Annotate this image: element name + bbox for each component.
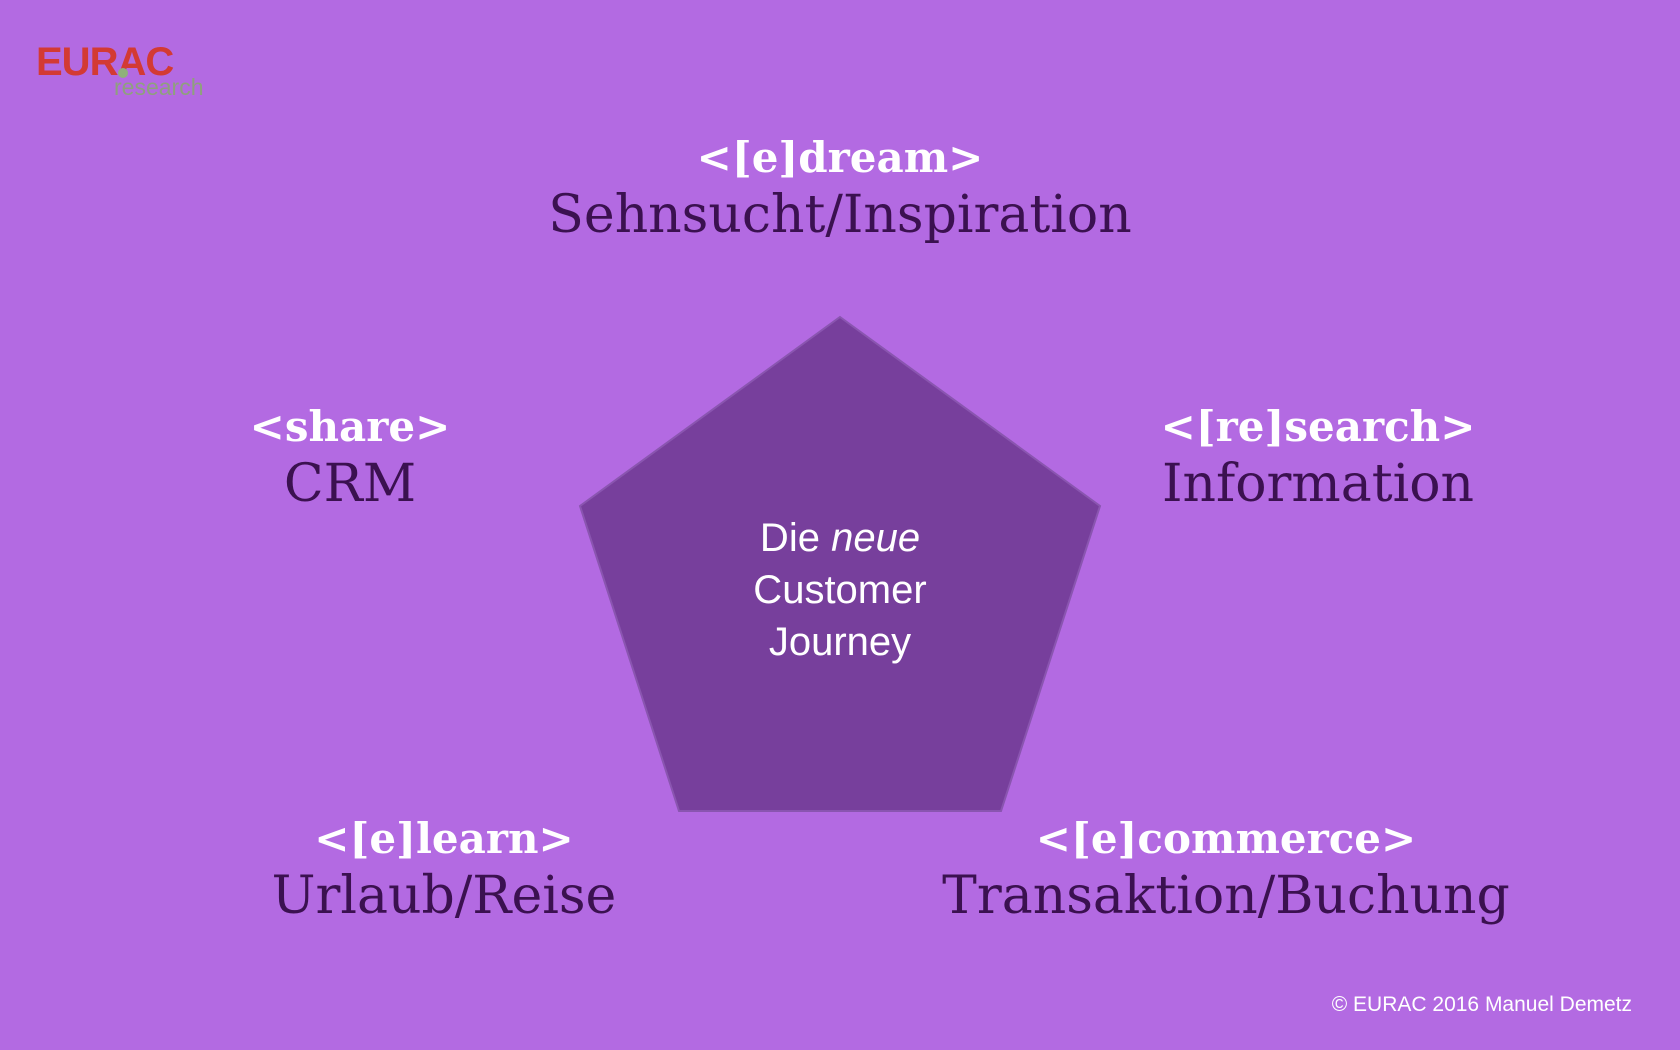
logo-subtitle: research <box>114 74 204 100</box>
node-share-tag: <share> <box>249 402 451 451</box>
logo-dot-icon <box>118 68 128 78</box>
center-line-2: Customer <box>753 568 927 612</box>
center-word-neue: neue <box>831 516 921 560</box>
copyright-notice: © EURAC 2016 Manuel Demetz <box>1331 993 1632 1016</box>
logo-wordmark: EURAC <box>36 40 174 84</box>
node-share-label: CRM <box>283 454 417 514</box>
center-word-die: Die <box>759 516 820 560</box>
node-learn-tag: <[e]learn> <box>314 814 574 863</box>
node-share: <share> CRM <box>250 402 451 516</box>
customer-journey-title: Die neue Customer Journey <box>753 512 926 668</box>
node-research: <[re]search> Information <box>1161 402 1476 516</box>
node-commerce: <[e]commerce> Transaktion/Buchung <box>942 814 1510 928</box>
node-dream-tag: <[e]dream> <box>696 133 984 182</box>
node-learn-label: Urlaub/Reise <box>271 866 617 926</box>
node-research-label: Information <box>1161 454 1475 514</box>
center-line-1: Die neue <box>753 512 926 564</box>
node-commerce-label: Transaktion/Buchung <box>942 866 1510 926</box>
node-research-tag: <[re]search> <box>1160 402 1476 451</box>
node-commerce-tag: <[e]commerce> <box>1035 814 1417 863</box>
eurac-research-logo: EURAC research <box>36 38 226 108</box>
node-dream: <[e]dream> Sehnsucht/Inspiration <box>548 133 1131 247</box>
node-dream-label: Sehnsucht/Inspiration <box>548 185 1132 245</box>
center-line-3: Journey <box>768 620 912 664</box>
node-learn: <[e]learn> Urlaub/Reise <box>272 814 617 928</box>
